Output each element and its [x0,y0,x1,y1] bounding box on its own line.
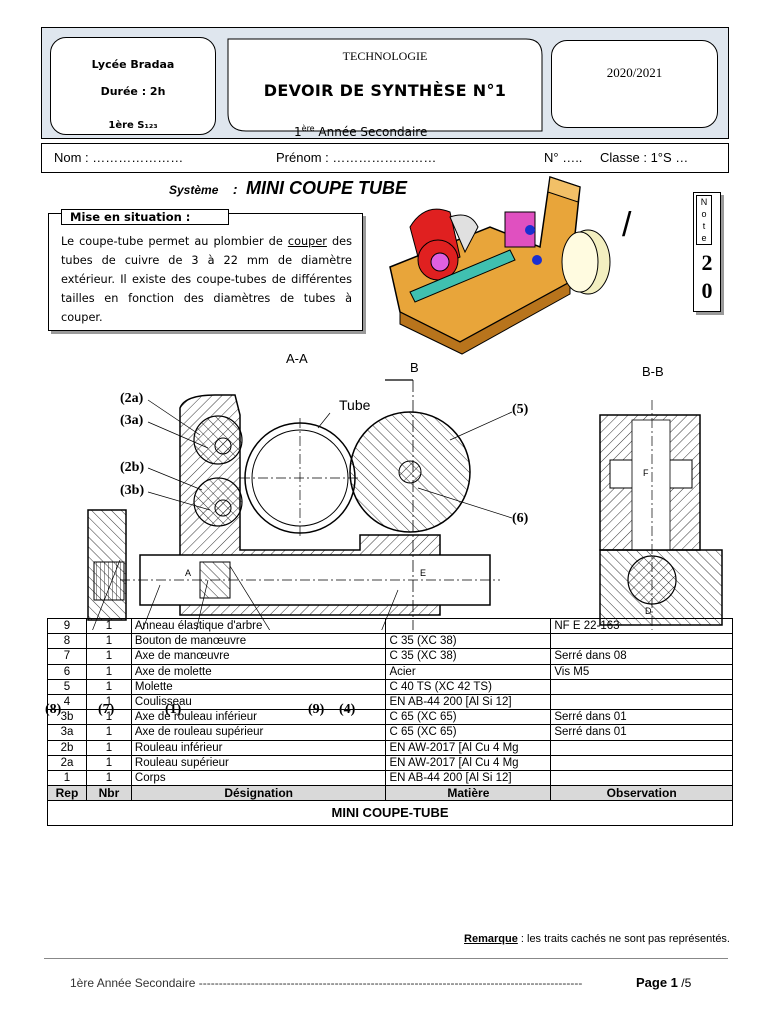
class-level: 1ère S₁₂₃ [108,120,158,131]
col-header-designation: Désignation [130,785,387,802]
remark-text: : les traits cachés ne sont pas représen… [517,933,730,945]
tube-cutter-3d-illustration [389,176,611,355]
callout-2a: (2a) [120,391,144,406]
student-info-bar: Nom : ………………… Prénom : …………………… N° ….. C… [41,143,729,173]
title-box: TECHNOLOGIE DEVOIR DE SYNTHÈSE N°1 [226,37,544,133]
col-header-observation: Observation [550,785,733,802]
section-aa-label: A-A [286,351,308,366]
section-bb-label: B-B [642,364,664,379]
system-label: Système [169,183,219,197]
exam-duration: Durée : 2h [100,85,166,98]
letter-d: D [645,606,652,616]
student-name-field[interactable]: Nom : ………………… [54,150,184,165]
system-name: MINI COUPE TUBE [245,178,407,198]
title-box-shape [227,38,543,132]
col-header-rep: Rep [47,785,87,802]
footer-left: 1ère Année Secondaire ------------------… [70,976,583,990]
table-header-row: Rep Nbr Désignation Matière Observation [47,785,733,802]
grade-slash: / [622,206,632,244]
exam-title: DEVOIR DE SYNTHÈSE N°1 [263,81,507,100]
school-year: 2020/2021 [606,65,663,80]
letter-f: F [643,468,649,478]
section-b-marker: B [410,360,419,375]
school-name: Lycée Bradaa [91,58,175,71]
callout-5: (5) [512,402,529,417]
system-separator: : [232,181,238,197]
callout-6: (6) [512,511,529,526]
col-header-nbr: Nbr [85,785,132,802]
situation-title: Mise en situation : [61,209,229,225]
technical-drawing [87,379,723,630]
callout-3a: (3a) [120,413,144,428]
footer-divider [44,958,728,959]
student-number-field[interactable]: N° ….. [544,150,583,165]
grade-total: 2 0 [701,250,713,303]
table-title: MINI COUPE-TUBE [47,800,733,827]
subject-label: TECHNOLOGIE [342,49,428,63]
system-title: Système : MINI COUPE TUBE [169,178,407,199]
page-number: Page 1 /5 [636,975,692,990]
letter-a: A [185,568,192,578]
school-info-box: Lycée Bradaa Durée : 2h 1ère S₁₂₃ [50,37,216,135]
school-year-box: 2020/2021 [551,40,718,128]
situation-box: Mise en situation : Le coupe-tube permet… [48,209,363,331]
table-title-row: MINI COUPE-TUBE [47,800,733,827]
tube-label: Tube [339,397,371,413]
callout-3b: (3b) [120,483,145,498]
student-firstname-field[interactable]: Prénom : …………………… [276,150,437,165]
situation-text: Le coupe-tube permet au plombier de coup… [61,235,352,324]
col-header-matiere: Matière [385,785,552,802]
year-level-label: 1ère Année Secondaire [294,124,428,139]
remark: Remarque : les traits cachés ne sont pas… [464,933,730,945]
grade-label: N o t e [696,195,712,245]
student-class-field[interactable]: Classe : 1°S … [600,150,689,165]
grade-box: N o t e 2 0 [693,192,721,312]
letter-e: E [420,568,427,578]
callout-2b: (2b) [120,460,145,475]
remark-label: Remarque [464,933,518,945]
